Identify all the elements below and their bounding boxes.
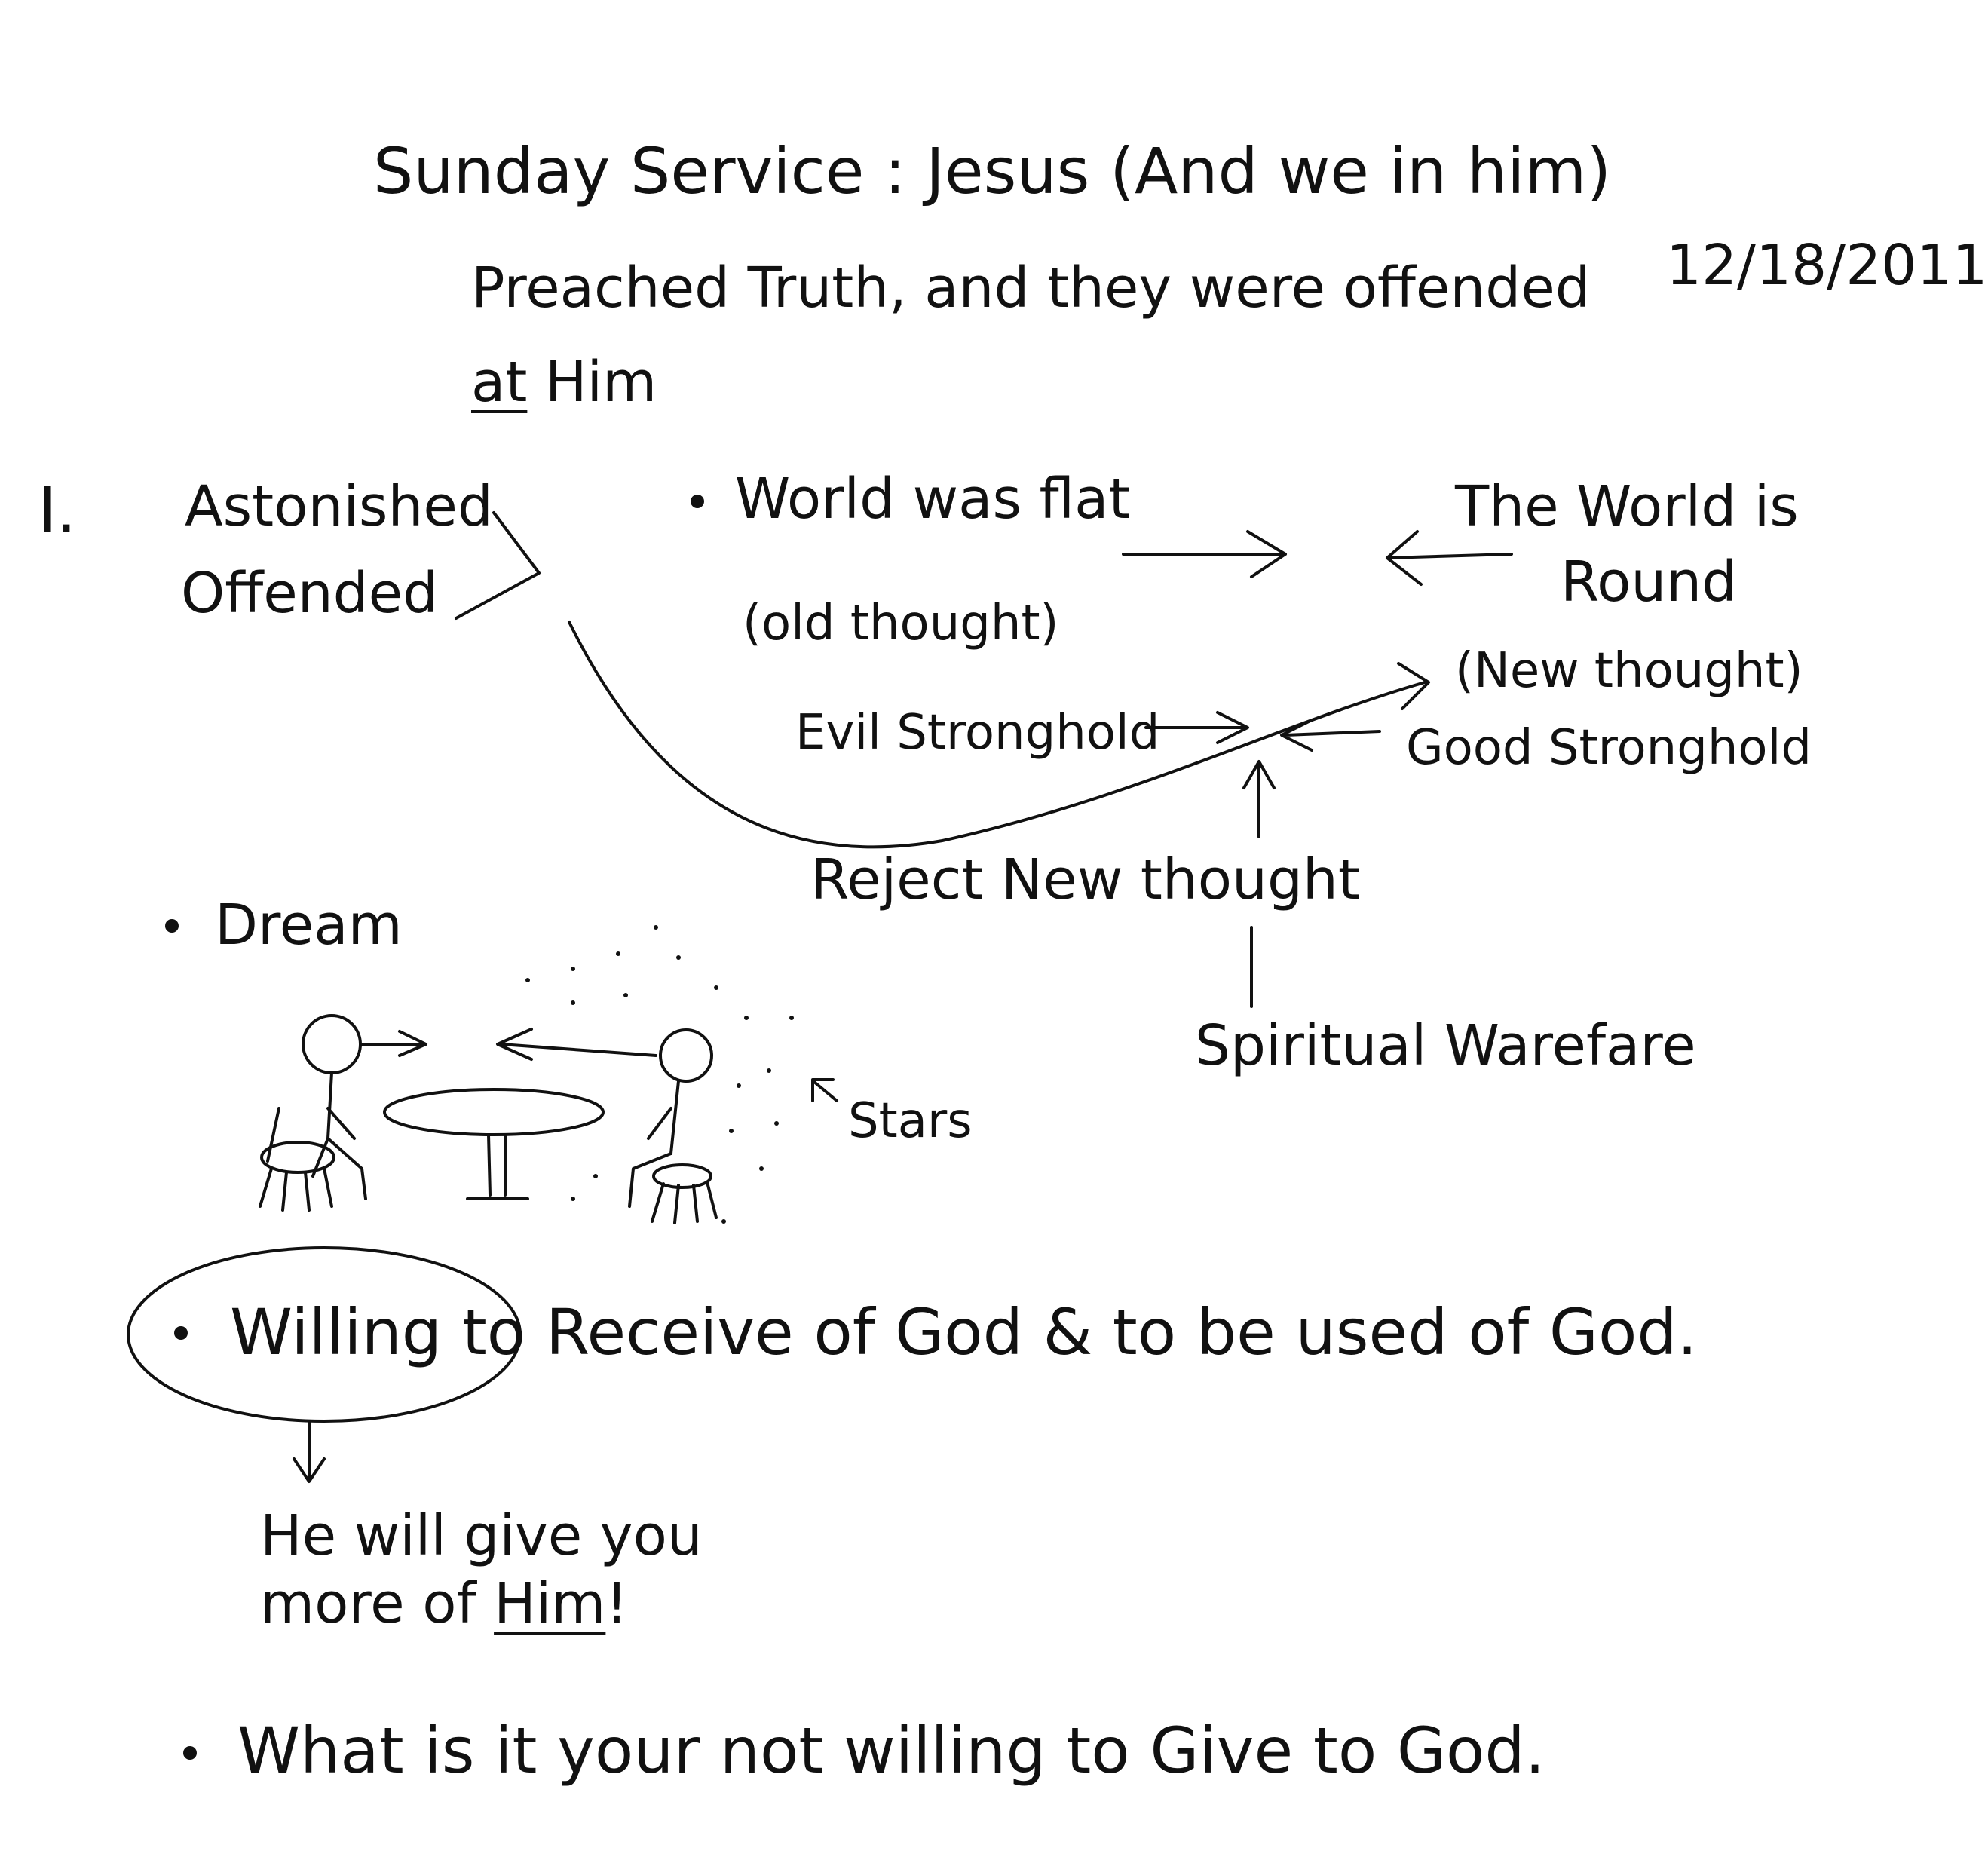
result-him-underlined: Him: [494, 1571, 606, 1636]
subtitle-him: Him: [544, 350, 657, 415]
right-figure-body: [628, 1080, 680, 1208]
curve-arrowhead: [1397, 662, 1430, 710]
spiritual-warfare: Spiritual Warefare: [1195, 1013, 1696, 1078]
result-line2: more of Him!: [260, 1576, 628, 1632]
new-thought: (New thought): [1455, 643, 1803, 699]
world-is-round-line1: The World is: [1455, 474, 1799, 539]
star-dot: [774, 1121, 779, 1126]
result-more-of: more of: [260, 1571, 476, 1636]
evil-arrow: [1144, 711, 1249, 744]
willing-down-arrow: [293, 1420, 326, 1483]
star-dot: [654, 925, 658, 930]
star-dot: [571, 967, 575, 971]
star-dot: [721, 1219, 726, 1224]
word-astonished: Astonished: [185, 474, 493, 539]
table-top: [383, 1088, 605, 1136]
star-dot: [571, 1000, 575, 1005]
willing-bullet: Willing to Receive of God & to be used o…: [230, 1301, 1697, 1364]
reject-arrow: [1242, 760, 1276, 838]
right-chair-seat: [652, 1163, 712, 1189]
hand-drawn-sketches: [127, 495, 1513, 1760]
right-gaze-arrow: [496, 1028, 657, 1061]
bullet-dot: [174, 1326, 188, 1340]
world-was-flat: World was flat: [735, 467, 1131, 532]
star-dot: [737, 1083, 741, 1088]
star-dot: [593, 1174, 598, 1178]
reject-new-thought: Reject New thought: [810, 847, 1360, 912]
star-dot: [759, 1166, 764, 1171]
dream-label: Dream: [215, 893, 403, 958]
bracket-mark: [455, 511, 541, 620]
good-stronghold: Good Stronghold: [1406, 720, 1812, 776]
old-thought: (old thought): [743, 596, 1059, 651]
star-dot: [729, 1129, 734, 1133]
good-arrow: [1280, 719, 1381, 752]
left-figure-head: [302, 1014, 362, 1074]
star-dot: [714, 985, 718, 990]
left-figure-body: [266, 1071, 367, 1200]
underlined-at: at: [471, 350, 528, 415]
willing-rest: to Receive of God & to be used of God.: [461, 1295, 1698, 1369]
table-leg: [466, 1133, 529, 1200]
star-dot: [744, 1016, 749, 1020]
left-gaze-arrow: [360, 1030, 427, 1057]
right-figure-head: [659, 1028, 713, 1083]
evil-stronghold: Evil Stronghold: [795, 705, 1160, 761]
stars-label: Stars: [848, 1093, 973, 1149]
left-chair-legs: [259, 1167, 333, 1212]
arrow-left-to-center: [1386, 530, 1513, 586]
subtitle-continuation: at Him: [471, 354, 657, 410]
right-chair-legs: [651, 1181, 718, 1224]
star-dot: [789, 1016, 794, 1020]
willing-circle: [127, 1246, 522, 1423]
section-numeral: I.: [38, 473, 77, 547]
bullet-dot: [691, 495, 704, 508]
star-dot: [525, 978, 530, 982]
date-stamp: 12/18/2011: [1666, 233, 1988, 298]
star-dot: [676, 955, 681, 960]
thought-curve: [568, 621, 1426, 849]
star-dot: [616, 951, 620, 956]
star-dot: [767, 1068, 771, 1073]
handwritten-notes-page: Sunday Service : Jesus (And we in him) 1…: [38, 134, 1988, 1788]
page-title: Sunday Service : Jesus (And we in him): [373, 134, 1612, 208]
left-chair-seat: [260, 1141, 335, 1174]
stars-pointer-arrow: [811, 1078, 838, 1102]
willing-word: Willing: [230, 1295, 443, 1369]
result-line1: He will give you: [260, 1503, 703, 1568]
word-offended: Offended: [181, 561, 439, 626]
result-exclaim: !: [605, 1571, 629, 1636]
star-dot: [571, 1197, 575, 1201]
world-is-round-line2: Round: [1561, 550, 1738, 614]
question-bullet: What is it your not willing to Give to G…: [237, 1714, 1545, 1788]
subtitle-line: Preached Truth, and they were offended: [471, 256, 1591, 320]
arrow-right-to-center: [1122, 530, 1287, 578]
bullet-dot: [165, 919, 179, 933]
bullet-dot: [183, 1746, 197, 1760]
star-dot: [623, 993, 628, 997]
